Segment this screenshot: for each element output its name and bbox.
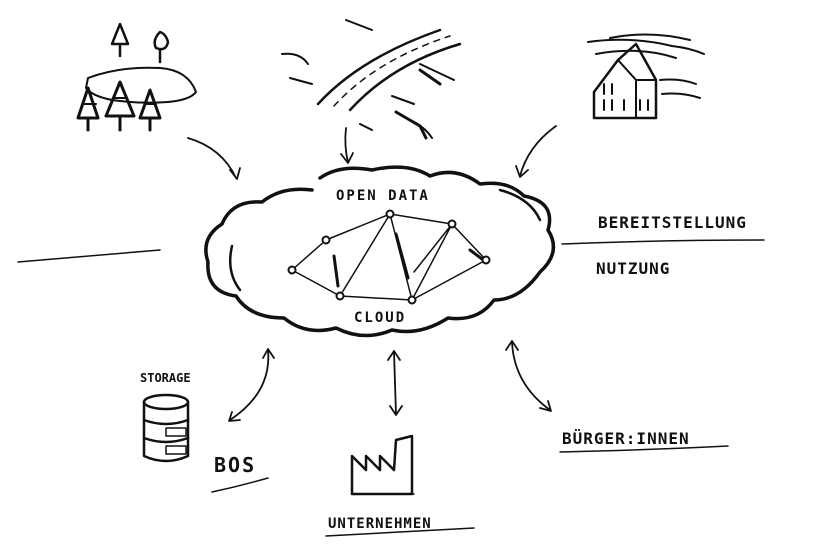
citizens-underline — [559, 445, 729, 453]
citizens-label: BÜRGER:INNEN — [562, 429, 690, 448]
arrow-house-to-cloud — [515, 125, 557, 178]
cloud-shape — [204, 165, 556, 338]
network-node — [447, 219, 457, 229]
network-node — [385, 209, 395, 219]
network-graph — [287, 209, 491, 305]
bos-underline — [211, 477, 269, 493]
arrow-cloud-bos — [228, 348, 275, 422]
divider-line-left — [17, 249, 161, 263]
factory-icon — [350, 434, 415, 496]
arrow-forest-to-cloud — [187, 137, 241, 180]
companies-underline — [325, 527, 475, 537]
network-node — [481, 255, 491, 265]
house-icon — [587, 33, 705, 120]
cloud-top-label: OPEN DATA — [336, 188, 430, 204]
usage-label: NUTZUNG — [596, 259, 670, 278]
network-node — [335, 291, 345, 301]
network-node — [407, 295, 417, 305]
arrow-road-to-cloud — [340, 127, 354, 164]
database-stack-icon — [142, 393, 190, 463]
network-node — [287, 265, 297, 275]
companies-label: UNTERNEHMEN — [328, 516, 432, 532]
forest-island-icon — [76, 22, 197, 132]
arrow-cloud-citizens — [505, 340, 552, 412]
network-node — [321, 235, 331, 245]
cloud-bottom-label: CLOUD — [354, 310, 406, 326]
provision-label: BEREITSTELLUNG — [598, 213, 747, 232]
arrow-cloud-companies — [387, 350, 403, 416]
road-landscape-icon — [281, 19, 462, 140]
divider-line-right — [561, 239, 765, 245]
bos-label: BOS — [214, 453, 256, 477]
storage-label: STORAGE — [140, 371, 191, 385]
